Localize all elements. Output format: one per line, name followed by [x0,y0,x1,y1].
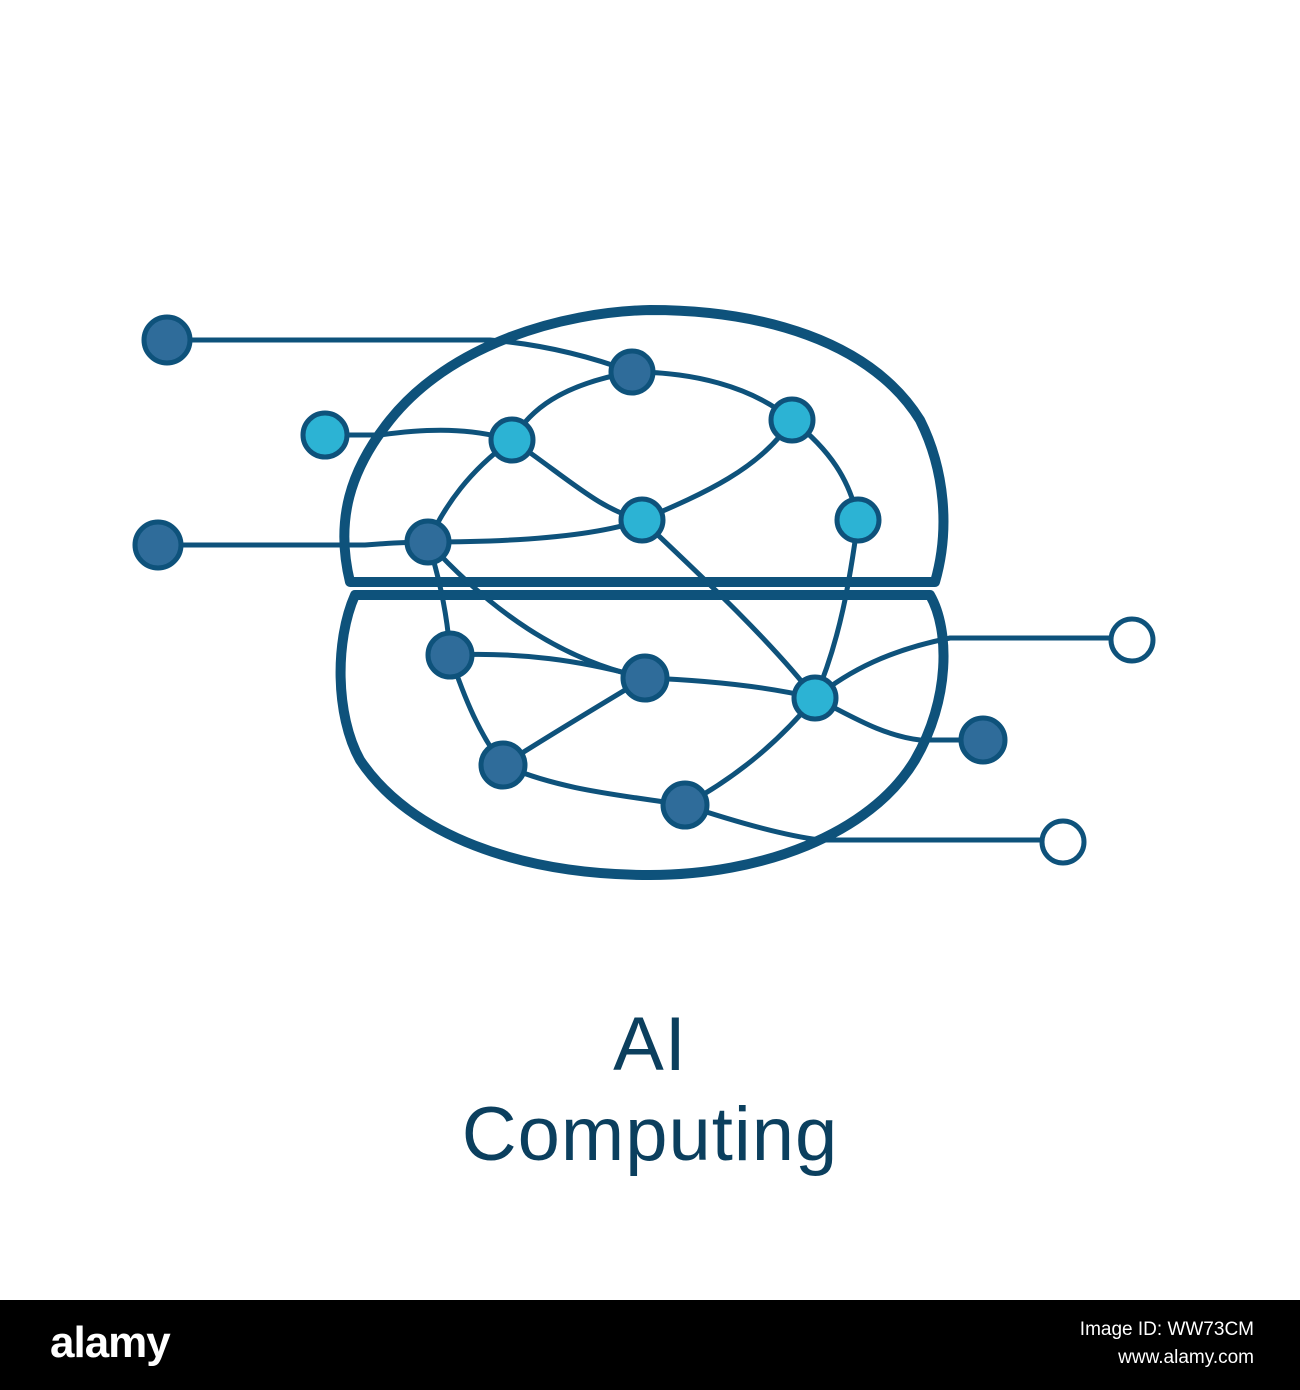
caption-line-2: Computing [461,1092,839,1177]
image-meta: Image ID: WW73CM www.alamy.com [1080,1316,1254,1372]
caption: AI Computing [0,1000,1300,1180]
brain-lower-hemisphere [335,590,949,880]
node-light [791,674,839,722]
caption-line-1: AI [613,1002,687,1087]
node-light [618,496,666,544]
node-hollow [1108,616,1156,664]
brain-upper-hemisphere [339,305,949,587]
node-dark [620,653,670,703]
node-light [768,396,816,444]
node-dark [132,519,184,571]
node-light [834,496,882,544]
node-hollow [1039,818,1087,866]
node-light [300,410,350,460]
node-dark [425,630,475,680]
site-label: www.alamy.com [1118,1347,1254,1368]
node-dark [958,715,1008,765]
ai-brain-illustration [132,305,1156,880]
brain-outline [335,305,949,880]
node-dark [478,740,528,790]
node-dark [141,314,193,366]
node-dark [660,780,710,830]
node-dark [404,518,452,566]
image-id-label: Image ID: WW73CM [1079,1319,1254,1340]
node-dark [608,348,656,396]
node-light [488,416,536,464]
brand-logo: alamy [50,1318,171,1367]
network-nodes [132,314,1156,866]
watermark-footer: alamy Image ID: WW73CM www.alamy.com [0,1300,1300,1390]
